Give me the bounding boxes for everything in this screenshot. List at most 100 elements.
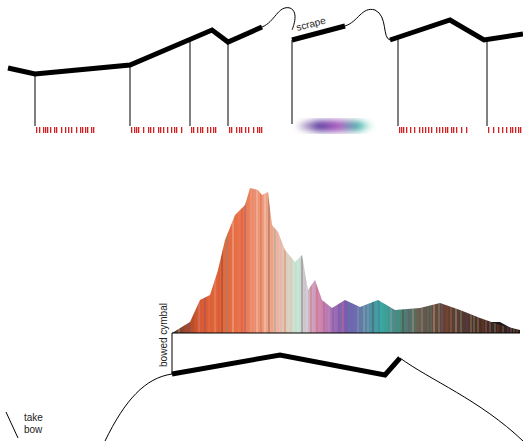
spectrum-stripe (307, 180, 308, 333)
spectrum-stripe (508, 180, 509, 333)
spectrum-stripe (227, 180, 228, 333)
spectrum-stripe (368, 180, 369, 333)
tick-mark (54, 127, 55, 133)
tick-mark (466, 127, 467, 133)
tick-mark (213, 127, 214, 133)
tick-mark (236, 127, 237, 133)
spectrum-stripe (517, 180, 518, 333)
spectrum-stripe (391, 180, 392, 333)
tick-mark (510, 127, 511, 133)
tick-mark (191, 127, 192, 133)
spectrum-stripe (296, 180, 297, 333)
tick-mark (410, 127, 411, 133)
spectrum-stripe (418, 180, 419, 333)
spectrum-stripe (428, 180, 429, 333)
spectrum-stripe (349, 180, 350, 333)
tick-mark (47, 127, 48, 133)
spectrum-stripe (478, 180, 479, 333)
tick-mark (498, 127, 499, 133)
tick-mark (167, 127, 168, 133)
tick-mark (85, 127, 86, 133)
spectrum-stripe (285, 180, 286, 333)
spectrum-stripe (239, 180, 240, 333)
spectrum-stripe (189, 180, 190, 333)
tick-mark (176, 127, 177, 133)
spectrum-stripe (269, 180, 270, 333)
spectrum-stripe (461, 180, 462, 333)
tick-mark (56, 127, 57, 133)
tick-mark (518, 127, 519, 133)
tick-mark (80, 127, 81, 133)
tick-mark (515, 127, 516, 133)
spectrum-stripe (333, 180, 334, 333)
spectrum-stripe (343, 180, 344, 333)
tick-mark (163, 127, 164, 133)
spectrum-stripe (209, 180, 210, 333)
tick-mark (134, 127, 135, 133)
tick-mark (442, 127, 443, 133)
spectrum-stripe (222, 180, 223, 333)
spectrum-stripe (353, 180, 354, 333)
tick-mark (138, 127, 139, 133)
tick-mark (241, 127, 242, 133)
tick-mark (65, 127, 66, 133)
spectrum-stripe (514, 180, 515, 333)
tick-mark (171, 127, 172, 133)
spectrum-stripe (254, 180, 255, 333)
spectrum-stripe (291, 180, 292, 333)
tick-mark (401, 127, 402, 133)
spectrum-stripe (302, 180, 303, 333)
spectrum-stripe (320, 180, 321, 333)
spectrum-stripe (486, 180, 487, 333)
spectrum-stripe (451, 180, 452, 333)
tick-mark (261, 127, 262, 133)
tick-mark (153, 127, 154, 133)
tick-mark (136, 127, 137, 133)
tick-mark (257, 127, 258, 133)
tick-mark (68, 127, 69, 133)
spectrum-stripe (281, 180, 282, 333)
tick-mark (143, 127, 144, 133)
tick-mark (422, 127, 423, 133)
instrument-label: bowed cymbal (158, 303, 170, 367)
spectrum-stripe (329, 180, 330, 333)
tick-mark (202, 127, 203, 133)
tick-mark (451, 127, 452, 133)
spectrum-stripe (434, 180, 435, 333)
tick-mark (45, 127, 46, 133)
spectrum-stripe (495, 180, 496, 333)
spectrum-stripe (471, 180, 472, 333)
tick-mark (43, 127, 44, 133)
tick-mark (447, 127, 448, 133)
spectrum-stripe (179, 180, 180, 333)
instruction-label: take bow (24, 412, 54, 435)
spectrum-stripe (185, 180, 186, 333)
spectrum-stripe (413, 180, 414, 333)
spectrum-stripe (409, 180, 410, 333)
tick-mark (445, 127, 446, 133)
spectrum-stripe (339, 180, 340, 333)
spectrum-stripe (257, 180, 258, 333)
tick-mark (76, 127, 77, 133)
tick-mark (403, 127, 404, 133)
spectrum-stripe (379, 180, 380, 333)
spectrum-stripe (278, 180, 279, 333)
tick-mark (131, 127, 132, 133)
tick-mark (399, 127, 400, 133)
spectrum-stripe (358, 180, 359, 333)
spectrum-stripe (439, 180, 440, 333)
tick-mark (502, 127, 503, 133)
spectrum-stripe (399, 180, 400, 333)
tick-mark (148, 127, 149, 133)
tick-mark (207, 127, 208, 133)
spectrum-stripe (275, 180, 276, 333)
tick-mark (174, 127, 175, 133)
spectrum-stripe (261, 180, 262, 333)
spectrum-stripe (174, 180, 175, 333)
tick-mark (197, 127, 198, 133)
spectrum-stripe (219, 180, 220, 333)
tick-mark (150, 127, 151, 133)
tick-mark (160, 127, 161, 133)
spectrum-stripe (311, 180, 312, 333)
